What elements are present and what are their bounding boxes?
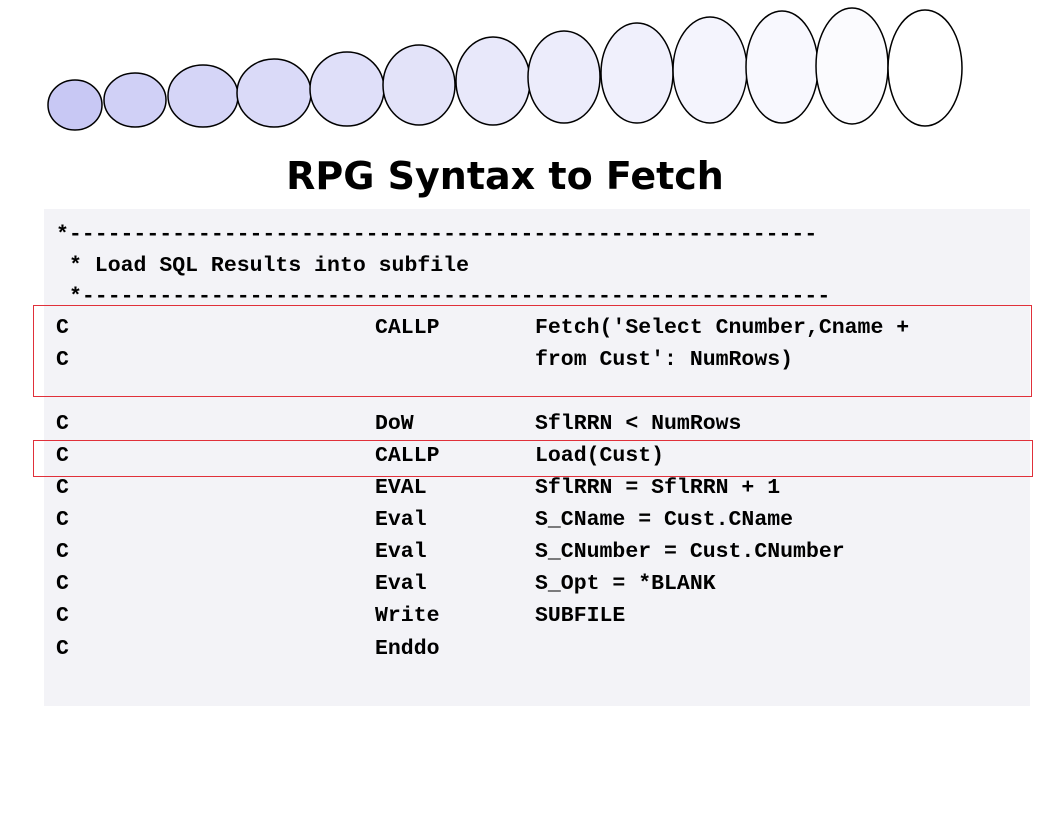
- spec-column: C: [56, 637, 69, 661]
- extended-factor-column: S_Opt = *BLANK: [535, 572, 716, 596]
- spec-column: C: [56, 316, 69, 340]
- code-line-enddo: C Enddo: [44, 633, 440, 665]
- decorative-oval: [47, 79, 103, 131]
- opcode-column: Eval: [375, 540, 427, 564]
- extended-factor-column: S_CName = Cust.CName: [535, 508, 794, 532]
- decorative-oval: [236, 58, 312, 128]
- extended-factor-column: from Cust': NumRows): [535, 348, 794, 372]
- extended-factor-column: SUBFILE: [535, 604, 626, 628]
- code-line-callp-load: C CALLP Load(Cust): [44, 440, 664, 472]
- decorative-oval: [672, 16, 748, 124]
- spec-column: C: [56, 348, 69, 372]
- comment-line: *---------------------------------------…: [56, 223, 818, 247]
- code-line-callp-fetch: C CALLP Fetch('Select Cnumber,Cname +: [44, 312, 909, 344]
- opcode-column: DoW: [375, 412, 414, 436]
- code-line-write: C Write SUBFILE: [44, 600, 625, 632]
- opcode-column: Enddo: [375, 637, 440, 661]
- spec-column: C: [56, 572, 69, 596]
- opcode-column: CALLP: [375, 444, 440, 468]
- extended-factor-column: Fetch('Select Cnumber,Cname +: [535, 316, 910, 340]
- extended-factor-column: SflRRN = SflRRN + 1: [535, 476, 781, 500]
- extended-factor-column: S_CNumber = Cust.CNumber: [535, 540, 845, 564]
- spec-column: C: [56, 412, 69, 436]
- decorative-oval: [887, 9, 963, 127]
- comment-line: * Load SQL Results into subfile: [69, 254, 469, 278]
- decorative-oval: [815, 7, 889, 125]
- decorative-oval: [455, 36, 531, 126]
- code-line-dow: C DoW SflRRN < NumRows: [44, 408, 741, 440]
- spec-column: C: [56, 540, 69, 564]
- slide-title: RPG Syntax to Fetch: [286, 154, 724, 198]
- opcode-column: Eval: [375, 508, 427, 532]
- opcode-column: CALLP: [375, 316, 440, 340]
- spec-column: C: [56, 476, 69, 500]
- decorative-oval: [600, 22, 674, 124]
- comment-line: *---------------------------------------…: [69, 285, 831, 309]
- decorative-oval: [527, 30, 601, 124]
- decorative-oval: [309, 51, 385, 127]
- extended-factor-column: SflRRN < NumRows: [535, 412, 742, 436]
- spec-column: C: [56, 604, 69, 628]
- spec-column: C: [56, 508, 69, 532]
- decorative-oval: [167, 64, 239, 128]
- decorative-oval: [103, 72, 167, 128]
- opcode-column: EVAL: [375, 476, 427, 500]
- code-line-eval-opt: C Eval S_Opt = *BLANK: [44, 568, 716, 600]
- extended-factor-column: Load(Cust): [535, 444, 665, 468]
- decorative-oval: [382, 44, 456, 126]
- opcode-column: Eval: [375, 572, 427, 596]
- decorative-ovals: [47, 7, 963, 131]
- code-line-eval-cnumber: C Eval S_CNumber = Cust.CNumber: [44, 536, 845, 568]
- opcode-column: Write: [375, 604, 440, 628]
- code-line-eval-cname: C Eval S_CName = Cust.CName: [44, 504, 793, 536]
- spec-column: C: [56, 444, 69, 468]
- decorative-oval: [745, 10, 819, 124]
- code-line-fetch-continuation: C from Cust': NumRows): [44, 344, 793, 376]
- code-line-eval-rrn: C EVAL SflRRN = SflRRN + 1: [44, 472, 780, 504]
- code-panel: *---------------------------------------…: [44, 209, 1030, 706]
